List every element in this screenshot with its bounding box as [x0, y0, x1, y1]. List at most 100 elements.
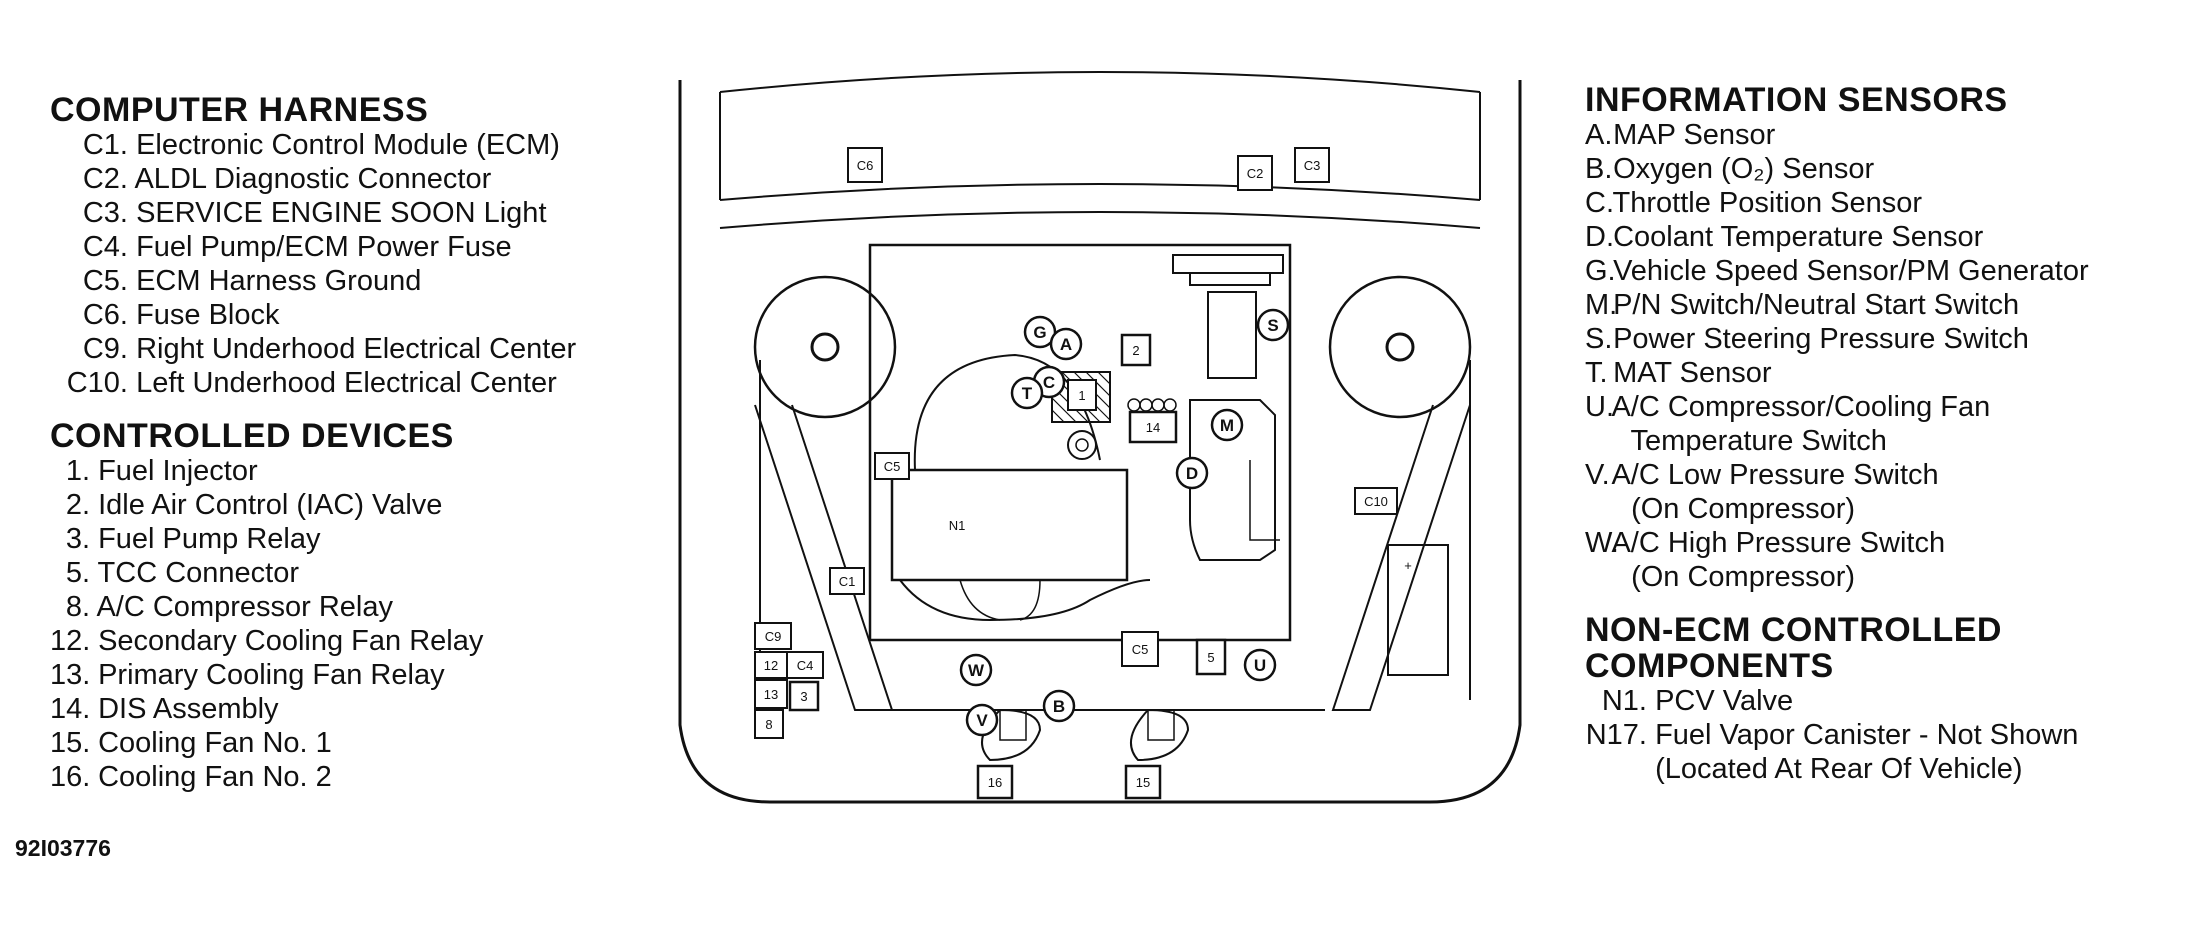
svg-text:C6: C6: [857, 158, 874, 173]
legend-item: U. A/C Compressor/Cooling Fan: [1585, 391, 1991, 423]
legend-item: 1. Fuel Injector: [65, 455, 258, 487]
cowl-curve: [719, 71, 1481, 93]
legend-item: C. Throttle Position Sensor: [1585, 187, 1923, 219]
pcv-valve-label: N1: [949, 518, 966, 533]
legend-item: N1. PCV Valve: [1601, 685, 1794, 717]
connector-c6: C6: [847, 147, 883, 183]
computer-harness-group: COMPUTER HARNESS C1. Electronic Control …: [50, 92, 576, 400]
sensor-markers: G A C T D M S W V B U: [959, 308, 1290, 737]
svg-text:15: 15: [1136, 775, 1150, 790]
svg-text:3: 3: [800, 689, 807, 704]
relay-13: 13: [754, 679, 788, 709]
information-sensors-heading: INFORMATION SENSORS: [1585, 81, 2008, 119]
connector-c9: C9: [754, 622, 792, 650]
legend-item: V. A/C Low Pressure Switch: [1585, 459, 1939, 491]
svg-text:C: C: [1043, 373, 1055, 392]
svg-text:U: U: [1254, 656, 1266, 675]
legend-item: C2. ALDL Diagnostic Connector: [82, 163, 492, 195]
svg-text:12: 12: [764, 658, 778, 673]
svg-text:C1: C1: [839, 574, 856, 589]
legend-item: C1. Electronic Control Module (ECM): [82, 129, 560, 161]
legend-item: C6. Fuse Block: [82, 299, 280, 331]
non-ecm-heading-line1: NON-ECM CONTROLLED: [1585, 611, 2002, 649]
firewall-line: [719, 183, 1481, 201]
legend-item: G. Vehicle Speed Sensor/PM Generator: [1585, 255, 2089, 287]
body-outline: [678, 80, 1522, 804]
legend-item: 13. Primary Cooling Fan Relay: [50, 659, 445, 691]
controlled-devices-group: CONTROLLED DEVICES 1. Fuel Injector 2. I…: [50, 418, 576, 794]
legend-item-continuation: (Located At Rear Of Vehicle): [1655, 753, 2023, 785]
legend-item: T. MAT Sensor: [1585, 357, 1772, 389]
svg-text:5: 5: [1207, 650, 1214, 665]
information-sensors-group: INFORMATION SENSORS A. MAP Sensor B. Oxy…: [1585, 82, 2089, 594]
legend-item: C5. ECM Harness Ground: [82, 265, 422, 297]
legend-item: 5. TCC Connector: [65, 557, 300, 589]
legend-item: C10. Left Underhood Electrical Center: [66, 367, 557, 399]
non-ecm-group: NON-ECM CONTROLLED COMPONENTS N1. PCV Va…: [1585, 612, 2089, 786]
svg-text:13: 13: [764, 687, 778, 702]
sensor-g: G: [1023, 315, 1057, 349]
fuel-injector-1: 1: [1067, 379, 1097, 411]
air-cleaner: [890, 468, 1129, 582]
ps-reservoir-top: [1172, 254, 1284, 274]
legend-item-continuation: (On Compressor): [1631, 561, 1856, 593]
svg-text:G: G: [1033, 323, 1046, 342]
connector-c2: C2: [1237, 155, 1273, 191]
svg-text:S: S: [1267, 316, 1278, 335]
left-frame-rail: [754, 404, 894, 711]
svg-text:8: 8: [765, 717, 772, 732]
legend-item: B. Oxygen (O₂) Sensor: [1585, 153, 1875, 185]
cooling-fan-15-label: 15: [1124, 764, 1162, 800]
svg-text:V: V: [976, 711, 988, 730]
legend-item: C3. SERVICE ENGINE SOON Light: [82, 197, 547, 229]
svg-text:C3: C3: [1304, 158, 1321, 173]
svg-text:A: A: [1060, 335, 1072, 354]
dis-assembly-14: 14: [1128, 410, 1178, 444]
figure-id: 92I03776: [15, 835, 111, 861]
relay-3: 3: [788, 680, 820, 712]
tcc-connector-5: 5: [1195, 638, 1227, 676]
relay-8: 8: [754, 709, 784, 739]
throttle-knob: [1067, 430, 1097, 460]
svg-text:C9: C9: [765, 629, 782, 644]
engine-lower: [899, 579, 1151, 622]
svg-text:D: D: [1186, 464, 1198, 483]
legend-item: D. Coolant Temperature Sensor: [1585, 221, 1984, 253]
sensor-d: D: [1175, 456, 1209, 490]
sensor-b: B: [1042, 689, 1076, 723]
left-strut-tower: [753, 275, 897, 419]
connector-labels: C6 C2 C3 C5 C5 C1 C10 C9 12 C4 13 3 8 1 …: [754, 147, 1412, 800]
connector-c10: C10: [1354, 487, 1398, 515]
svg-text:M: M: [1220, 416, 1234, 435]
legend-item: S. Power Steering Pressure Switch: [1585, 323, 2029, 355]
svg-text:T: T: [1022, 384, 1033, 403]
svg-text:B: B: [1053, 697, 1065, 716]
engine-block: [868, 243, 1292, 642]
legend-item-continuation: Temperature Switch: [1630, 425, 1887, 457]
controlled-devices-heading: CONTROLLED DEVICES: [50, 417, 454, 455]
sensor-v: V: [965, 703, 999, 737]
battery-plus-sign: +: [1404, 558, 1412, 573]
cooling-fan-15: [1129, 708, 1190, 762]
sensor-a: A: [1049, 327, 1083, 361]
svg-text:W: W: [968, 661, 985, 680]
svg-text:1: 1: [1078, 388, 1085, 403]
connector-c5-upper: C5: [874, 452, 910, 480]
svg-text:C10: C10: [1364, 494, 1388, 509]
svg-text:C4: C4: [797, 658, 814, 673]
svg-text:C5: C5: [1132, 642, 1149, 657]
legend-item-continuation: (On Compressor): [1631, 493, 1856, 525]
connector-c3: C3: [1294, 147, 1330, 183]
sensor-m: M: [1210, 408, 1244, 442]
legend-item: M. P/N Switch/Neutral Start Switch: [1585, 289, 2020, 321]
connector-c5-lower: C5: [1121, 631, 1159, 667]
connector-c4: C4: [786, 651, 824, 679]
right-strut-tower: [1328, 275, 1472, 419]
svg-text:C5: C5: [884, 459, 901, 474]
legend-item: C4. Fuel Pump/ECM Power Fuse: [82, 231, 512, 263]
ps-reservoir-body: [1207, 291, 1257, 379]
svg-text:14: 14: [1146, 420, 1160, 435]
relay-12: 12: [754, 651, 788, 679]
computer-harness-heading: COMPUTER HARNESS: [50, 91, 429, 129]
left-legend: COMPUTER HARNESS C1. Electronic Control …: [50, 92, 576, 812]
